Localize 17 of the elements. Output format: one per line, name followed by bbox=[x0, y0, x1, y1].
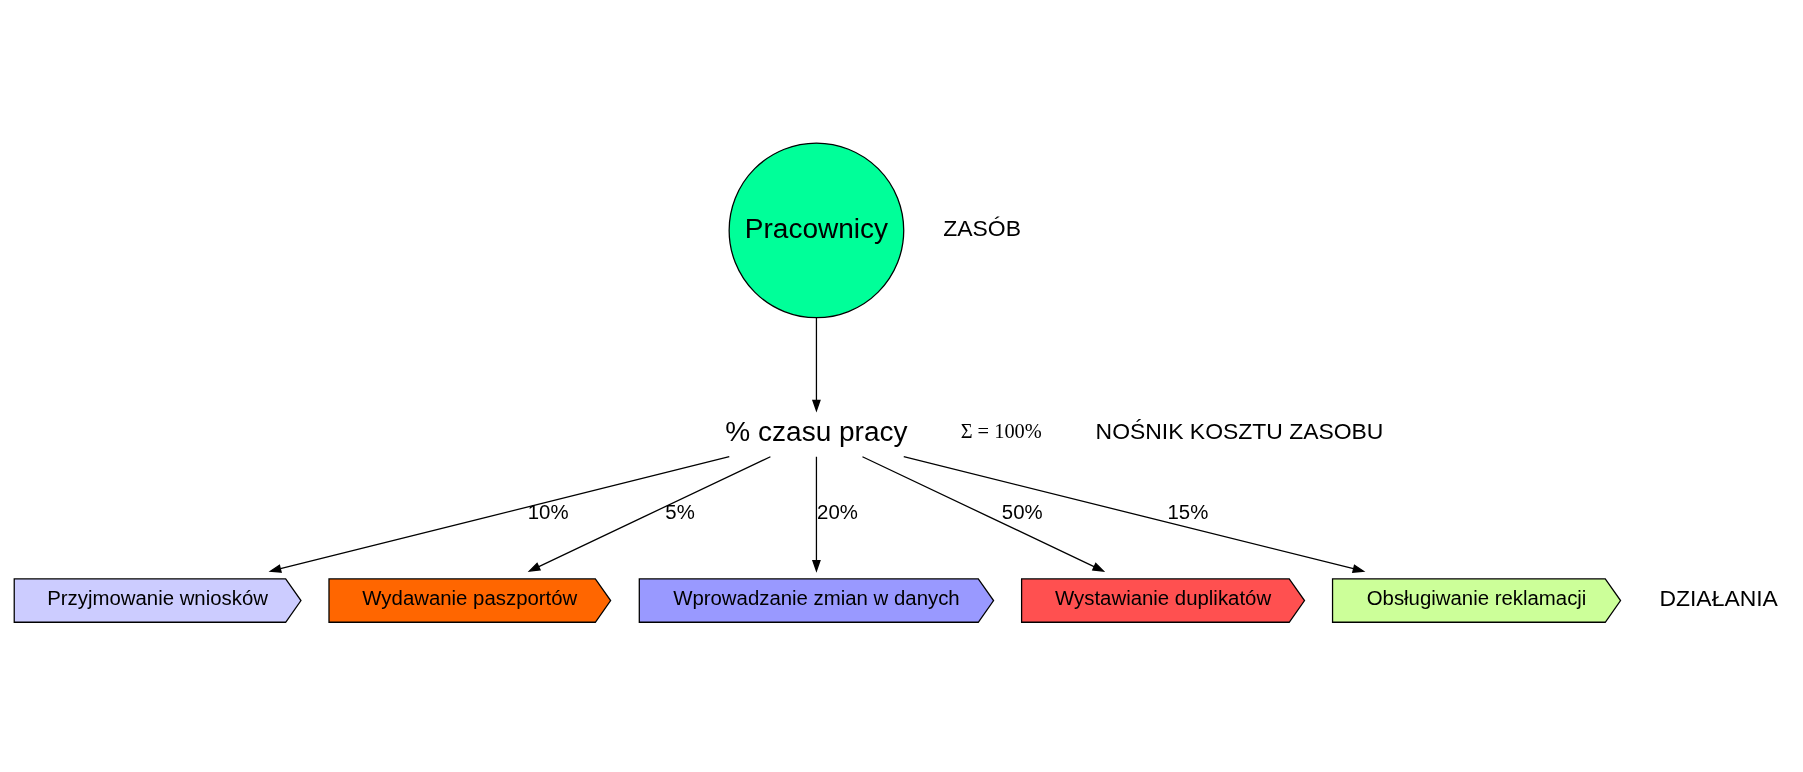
label: DZIAŁANIA bbox=[1659, 584, 1778, 611]
node-circle: Pracownicy bbox=[728, 141, 905, 318]
arrow bbox=[811, 455, 821, 573]
arrow bbox=[268, 455, 730, 573]
edge-label: 10% bbox=[527, 500, 569, 523]
label: NOŚNIK KOSZTU ZASOBU bbox=[1095, 417, 1384, 444]
arrow bbox=[811, 316, 821, 412]
label: ZASÓB bbox=[943, 214, 1021, 241]
edge-label: 50% bbox=[1001, 500, 1043, 523]
arrow bbox=[527, 455, 772, 572]
edge-label: 20% bbox=[817, 500, 858, 523]
edge-label: 5% bbox=[665, 500, 695, 523]
arrow bbox=[903, 455, 1366, 573]
node-text: % czasu pracy bbox=[725, 415, 908, 447]
arrow bbox=[861, 455, 1106, 572]
edge-label: 15% bbox=[1167, 500, 1209, 523]
node-label: Σ = 100% bbox=[960, 419, 1042, 442]
